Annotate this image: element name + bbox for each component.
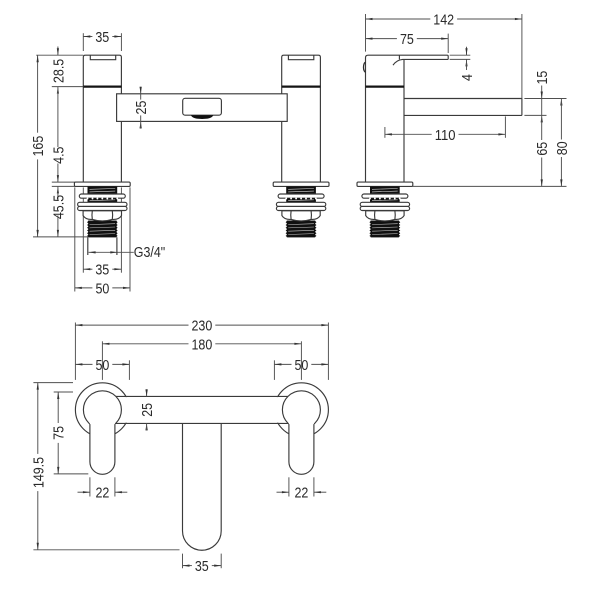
svg-text:22: 22 xyxy=(294,485,308,502)
svg-text:4: 4 xyxy=(459,74,476,81)
svg-text:180: 180 xyxy=(192,336,213,353)
svg-text:50: 50 xyxy=(95,280,109,297)
svg-text:75: 75 xyxy=(400,31,414,48)
svg-text:28.5: 28.5 xyxy=(50,59,67,83)
svg-text:4.5: 4.5 xyxy=(50,147,67,164)
svg-text:35: 35 xyxy=(95,262,109,279)
svg-text:80: 80 xyxy=(554,141,571,155)
svg-text:65: 65 xyxy=(534,142,551,156)
svg-text:25: 25 xyxy=(139,403,156,417)
svg-text:149.5: 149.5 xyxy=(30,457,47,488)
svg-text:15: 15 xyxy=(534,71,551,85)
svg-text:230: 230 xyxy=(192,318,213,335)
svg-text:22: 22 xyxy=(95,485,109,502)
svg-text:75: 75 xyxy=(51,426,68,440)
svg-text:50: 50 xyxy=(95,357,109,374)
svg-text:50: 50 xyxy=(294,357,308,374)
svg-text:45.5: 45.5 xyxy=(50,195,67,219)
svg-text:110: 110 xyxy=(435,127,456,144)
svg-text:35: 35 xyxy=(195,558,209,575)
svg-text:35: 35 xyxy=(95,29,109,46)
svg-text:25: 25 xyxy=(133,101,150,115)
svg-text:G3/4": G3/4" xyxy=(134,244,165,261)
svg-text:142: 142 xyxy=(433,12,454,29)
svg-text:165: 165 xyxy=(30,136,47,157)
